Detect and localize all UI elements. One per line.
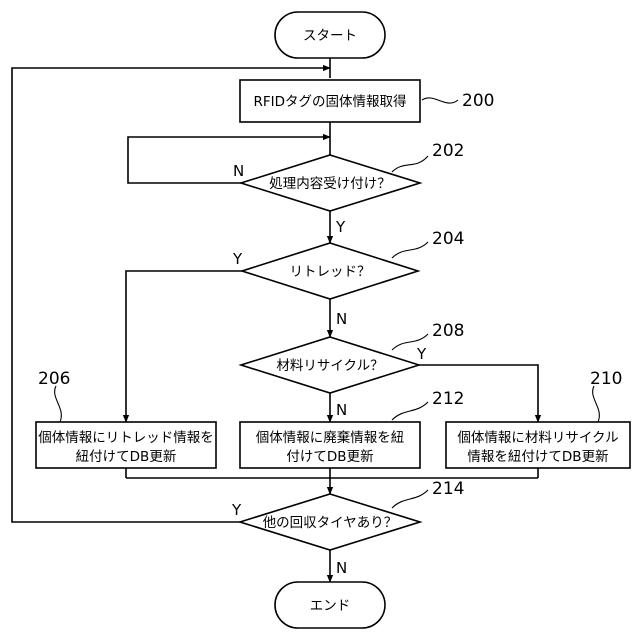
node-update-disposal: 個体情報に廃棄情報を紐 付けてDB更新 [240,422,420,468]
ref-210: 210 [590,369,622,389]
branch-retread-no: N [336,310,347,328]
update-retread-line-1: 個体情報にリトレッド情報を [38,430,214,446]
decision-retread-label: リトレッド？ [290,264,371,280]
node-decision-retread: リトレッド？ [242,243,418,299]
leader-200 [422,98,458,103]
end-label: エンド [310,598,351,614]
node-decision-process: 処理内容受け付け？ [241,155,420,211]
start-label: スタート [303,28,357,44]
branch-more-yes: Y [231,501,242,519]
connectors [12,58,538,582]
decision-more-label: 他の回収タイヤあり？ [263,515,398,531]
update-recycle-line-2: 情報を紐付けてDB更新 [467,449,608,465]
ref-214: 214 [432,479,464,499]
update-recycle-line-1: 個体情報に材料リサイクル [457,430,618,446]
node-update-retread: 個体情報にリトレッド情報を 紐付けてDB更新 [36,422,216,468]
node-update-recycle: 個体情報に材料リサイクル 情報を紐付けてDB更新 [446,422,630,468]
branch-retread-yes: Y [232,250,243,268]
node-end: エンド [275,582,385,628]
edge-retread-yes [126,271,242,422]
node-decision-recycle: 材料リサイクル？ [241,337,419,393]
leader-212 [392,402,428,420]
leader-214 [392,490,428,508]
branch-recycle-no: N [336,401,347,419]
leader-210 [593,386,600,422]
leader-204 [392,242,428,258]
decision-recycle-label: 材料リサイクル？ [276,358,383,374]
ref-208: 208 [432,321,464,341]
leader-202 [392,156,428,172]
leader-206 [55,386,62,422]
branch-more-no: N [336,559,347,577]
branch-recycle-yes: Y [416,345,427,363]
decision-process-label: 処理内容受け付け？ [269,175,391,192]
update-disposal-line-2: 付けてDB更新 [286,449,373,465]
ref-202: 202 [432,141,464,161]
update-disposal-line-1: 個体情報に廃棄情報を紐 [256,429,405,446]
ref-200: 200 [462,91,494,111]
ref-206: 206 [38,369,70,389]
branch-process-yes: Y [335,218,346,236]
node-acquire: RFIDタグの固体情報取得 [240,80,420,122]
acquire-label: RFIDタグの固体情報取得 [253,93,406,110]
branch-process-no: N [233,162,244,180]
node-decision-more: 他の回収タイヤあり？ [240,494,420,550]
ref-212: 212 [432,389,464,409]
ref-204: 204 [432,229,464,249]
update-retread-line-2: 紐付けてDB更新 [76,449,177,465]
node-start: スタート [275,12,385,58]
